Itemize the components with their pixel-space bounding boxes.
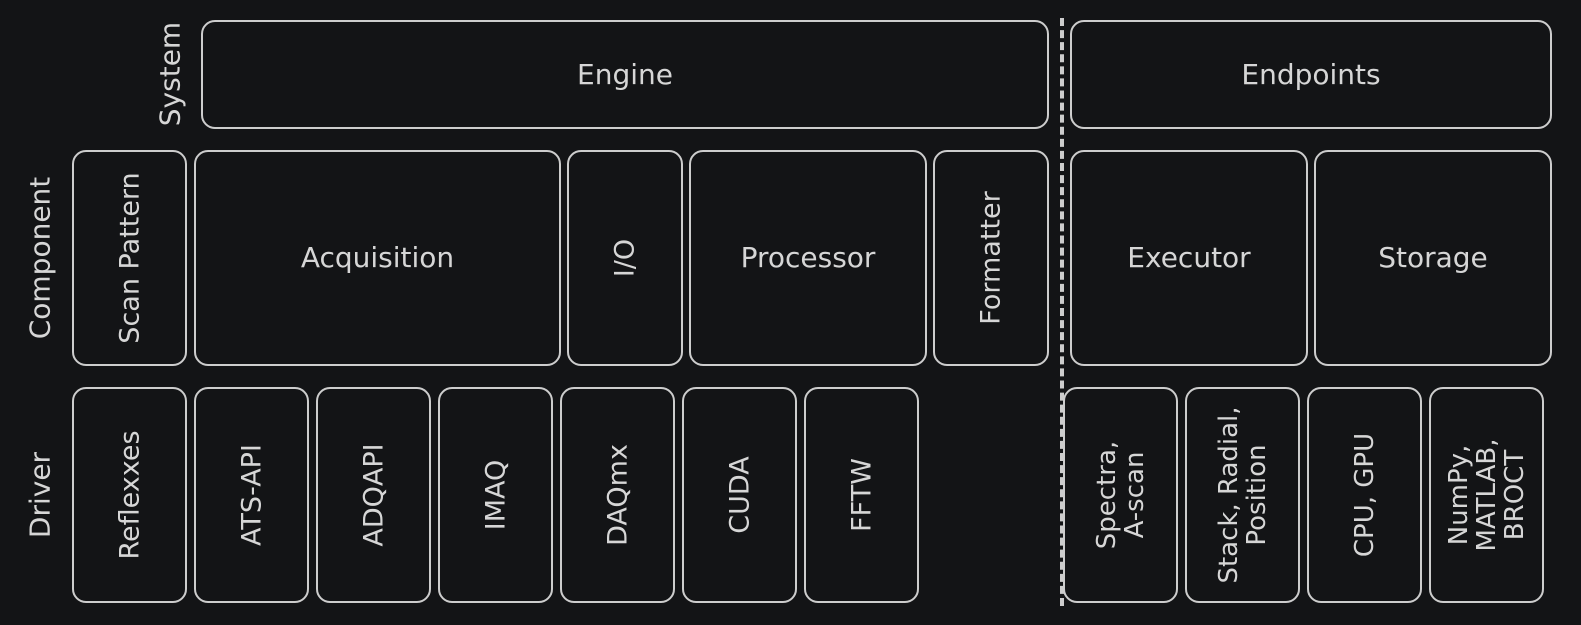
cpu-gpu-label: CPU, GPU [1349,432,1380,558]
fftw-label: FFTW [845,458,877,532]
spectra-line-1: Spectra, [1091,440,1122,550]
imaq-label: IMAQ [479,459,511,531]
driver-imaq-box: IMAQ [438,387,553,603]
endpoint-stack-box: Stack, Radial, Position [1185,387,1300,603]
executor-label: Executor [1127,240,1251,274]
driver-ats-api-box: ATS-API [194,387,309,603]
processor-label: Processor [740,240,876,274]
driver-fftw-box: FFTW [804,387,919,603]
endpoint-spectra-box: Spectra, A-scan [1063,387,1178,603]
driver-daqmx-box: DAQmx [560,387,675,603]
engine-label: Engine [577,57,673,91]
endpoints-label: Endpoints [1241,57,1381,91]
daqmx-label: DAQmx [601,444,633,546]
storage-label: Storage [1378,240,1488,274]
cuda-label: CUDA [723,456,755,534]
numpy-line-1: NumPy, [1443,444,1474,546]
component-executor-box: Executor [1070,150,1308,366]
stack-label: Stack, Radial, Position [1213,406,1272,584]
formatter-label: Formatter [975,191,1007,325]
component-processor-box: Processor [689,150,927,366]
io-label: I/O [609,238,641,278]
acquisition-label: Acquisition [300,240,455,274]
driver-adqapi-box: ADQAPI [316,387,431,603]
component-acquisition-box: Acquisition [194,150,561,366]
endpoint-cpu-gpu-box: CPU, GPU [1307,387,1422,603]
system-engine-box: Engine [201,20,1049,129]
component-scan-pattern-box: Scan Pattern [72,150,187,366]
dashed-divider [1060,18,1064,606]
driver-reflexxes-box: Reflexxes [72,387,187,603]
endpoint-numpy-box: NumPy, MATLAB, BROCT [1429,387,1544,603]
cpu-gpu-line-1: CPU, GPU [1349,432,1380,558]
adqapi-label: ADQAPI [357,443,389,547]
stack-line-2: Position [1241,444,1272,546]
numpy-line-2: MATLAB, [1471,438,1502,552]
component-formatter-box: Formatter [933,150,1049,366]
numpy-label: NumPy, MATLAB, BROCT [1443,438,1530,552]
stack-line-1: Stack, Radial, [1213,406,1244,584]
driver-cuda-box: CUDA [682,387,797,603]
numpy-line-3: BROCT [1499,449,1530,541]
system-endpoints-box: Endpoints [1070,20,1552,129]
spectra-line-2: A-scan [1119,451,1150,539]
scan-pattern-label: Scan Pattern [113,172,145,344]
reflexxes-label: Reflexxes [113,430,145,560]
spectra-label: Spectra, A-scan [1091,440,1150,550]
component-storage-box: Storage [1314,150,1552,366]
component-io-box: I/O [567,150,683,366]
ats-api-label: ATS-API [235,444,267,546]
